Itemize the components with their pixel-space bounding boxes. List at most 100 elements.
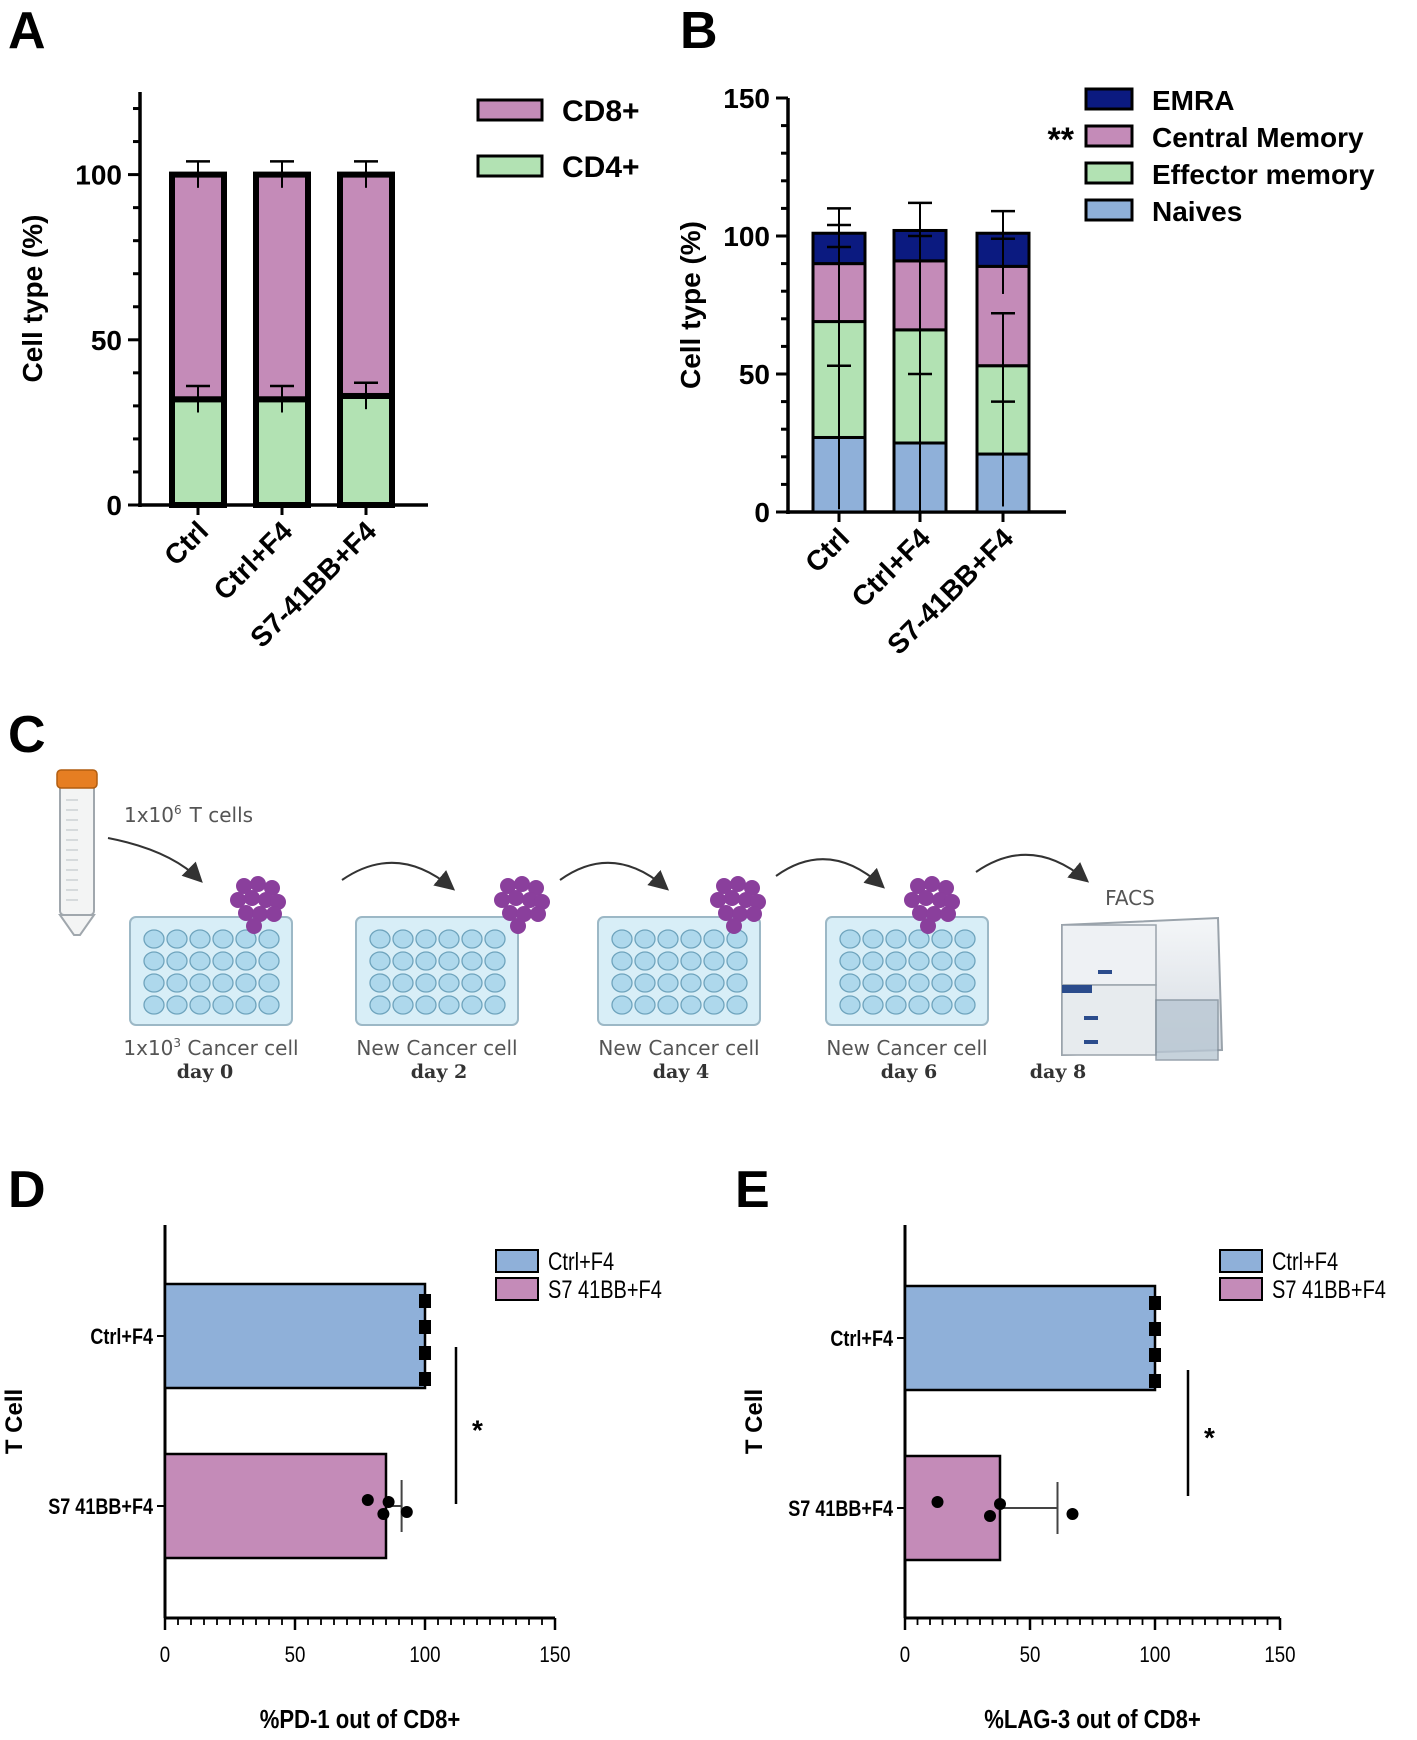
well — [166, 929, 188, 949]
well — [908, 951, 930, 971]
significance-marker: * — [1204, 1422, 1215, 1453]
well — [438, 973, 460, 993]
significance-marker: * — [472, 1415, 483, 1446]
data-point — [400, 1506, 413, 1518]
cancer-cell — [716, 878, 732, 894]
data-point — [1149, 1374, 1161, 1388]
legend-label-effector-memory: Effector memory — [1152, 159, 1375, 190]
facs-upper-panel — [1061, 924, 1157, 986]
well — [680, 973, 702, 993]
well — [369, 995, 391, 1015]
well — [657, 973, 679, 993]
arrow-transfer — [975, 853, 1090, 883]
well — [885, 995, 907, 1015]
legend-swatch-s7-41bb-f4 — [1219, 1277, 1263, 1301]
bar-s7-41bb-f4 — [163, 1452, 388, 1560]
well — [189, 995, 211, 1015]
legend-swatch-effector-memory — [1084, 161, 1134, 185]
data-point — [994, 1498, 1006, 1510]
well — [484, 995, 506, 1015]
cancer-cell — [250, 876, 266, 892]
well — [461, 951, 483, 971]
well — [461, 929, 483, 949]
plate-step-label: New Cancer cell — [356, 1036, 517, 1060]
well — [235, 995, 257, 1015]
cancer-cell-exponent: 3 — [173, 1036, 181, 1050]
x-tick-label: Ctrl — [799, 522, 855, 578]
well — [680, 929, 702, 949]
legend-swatch-ctrl-f4 — [495, 1249, 539, 1273]
tcells-exponent: 6 — [174, 803, 182, 817]
arrow-transfer — [775, 858, 885, 889]
y-tick-label: S7 41BB+F4 — [788, 1497, 893, 1521]
y-axis-label: Cell type (%) — [17, 214, 48, 382]
cancer-cell — [920, 918, 936, 934]
panel-letter-b: B — [680, 2, 718, 60]
well — [703, 995, 725, 1015]
cancer-cell — [500, 878, 516, 894]
well — [143, 929, 165, 949]
x-axis-label: %LAG-3 out of CD8+ — [984, 1705, 1201, 1734]
well — [839, 951, 861, 971]
well — [634, 995, 656, 1015]
cancer-cell — [238, 905, 254, 921]
well — [461, 973, 483, 993]
well — [415, 973, 437, 993]
panel-letter-a: A — [8, 2, 46, 60]
y-tick-label: 100 — [75, 160, 122, 191]
well — [438, 951, 460, 971]
cancer-cell — [252, 906, 268, 922]
y-tick-label: Ctrl+F4 — [90, 1325, 153, 1349]
legend-label-central-memory: Central Memory — [1152, 122, 1364, 153]
legend-label-s7-41bb-f4: S7 41BB+F4 — [548, 1276, 662, 1304]
data-point — [377, 1508, 390, 1520]
data-point — [984, 1510, 996, 1522]
day-label: day 6 — [881, 1061, 937, 1083]
x-tick-label: Ctrl — [158, 515, 214, 571]
day-label: day 0 — [177, 1061, 233, 1083]
cancer-cell — [938, 880, 954, 896]
well — [611, 929, 633, 949]
cancer-cell — [726, 918, 742, 934]
well — [931, 951, 953, 971]
cancer-cell — [746, 906, 762, 922]
bar-ctrl-f4 — [903, 1284, 1157, 1392]
well — [189, 951, 211, 971]
well — [726, 951, 748, 971]
cancer-cell — [918, 890, 934, 906]
well — [415, 951, 437, 971]
well — [908, 973, 930, 993]
well — [703, 929, 725, 949]
legend-swatch-emra — [1084, 87, 1134, 111]
cancer-cell — [724, 890, 740, 906]
arrow-transfer — [341, 861, 456, 891]
legend-label-emra: EMRA — [1152, 85, 1234, 116]
cancer-cell — [502, 905, 518, 921]
well — [931, 929, 953, 949]
y-tick-label: 50 — [739, 359, 770, 390]
tcells-suffix: T cells — [189, 803, 253, 827]
well — [392, 929, 414, 949]
well — [189, 973, 211, 993]
facs-label: FACS — [1105, 886, 1155, 910]
well — [908, 995, 930, 1015]
legend-swatch-cd8 — [476, 98, 544, 122]
cancer-cell — [912, 905, 928, 921]
cancer-cell — [932, 892, 948, 908]
cancer-cell — [730, 876, 746, 892]
well — [484, 951, 506, 971]
well — [369, 929, 391, 949]
well — [484, 973, 506, 993]
well — [392, 973, 414, 993]
well — [235, 929, 257, 949]
day-label: day 2 — [411, 1061, 467, 1083]
cancer-cell — [246, 918, 262, 934]
data-point — [1149, 1296, 1161, 1310]
bar-segment-cd4 — [337, 392, 395, 508]
y-tick-label: 50 — [91, 325, 122, 356]
data-point — [931, 1496, 944, 1508]
legend-label-ctrl-f4: Ctrl+F4 — [548, 1248, 614, 1276]
cancer-cell — [230, 892, 246, 908]
